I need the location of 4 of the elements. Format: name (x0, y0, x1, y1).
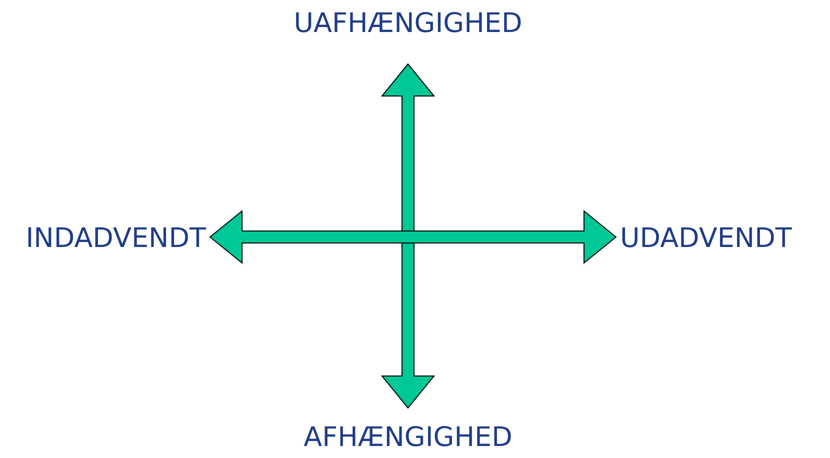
axis-label: INDADVENDT (26, 225, 206, 252)
axis-label: AFHÆNGIGHED (304, 424, 512, 451)
axis-label: UDADVENDT (620, 225, 792, 252)
axis-label: UAFHÆNGIGHED (294, 10, 522, 37)
